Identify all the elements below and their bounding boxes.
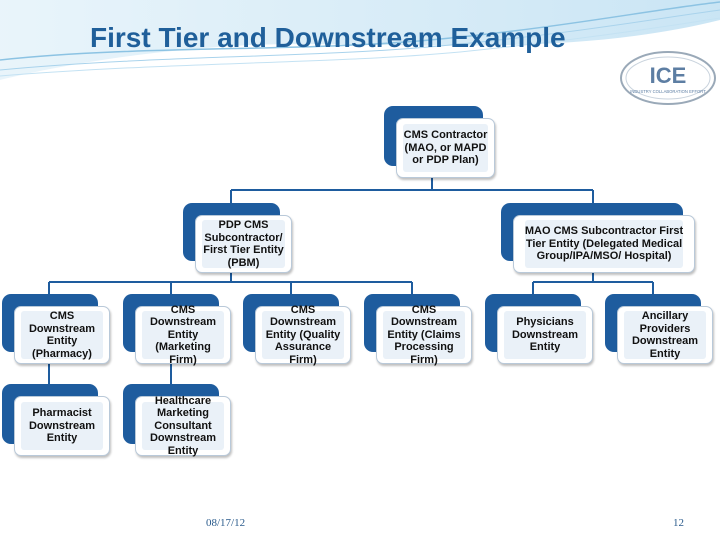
slide-title: First Tier and Downstream Example xyxy=(90,22,566,53)
footer-page-number: 12 xyxy=(673,517,684,529)
node-pharmacist-downstream: Pharmacist Downstream Entity xyxy=(2,384,110,456)
node-ancillary-downstream: Ancillary Providers Downstream Entity xyxy=(605,294,713,364)
ice-logo: ICE INDUSTRY COLLABORATION EFFORT xyxy=(620,51,716,105)
connector-mao-to-downstream xyxy=(532,272,654,294)
node-claims-downstream: CMS Downstream Entity (Claims Processing… xyxy=(364,294,472,366)
node-pharmacy-downstream: CMS Downstream Entity (Pharmacy) xyxy=(2,294,110,364)
node-label: Physicians Downstream Entity xyxy=(511,316,579,354)
node-label: CMS Downstream Entity (Quality Assurance… xyxy=(265,303,341,366)
node-label: CMS Downstream Entity (Pharmacy) xyxy=(28,310,96,360)
node-cms-contractor: CMS Contractor (MAO, or MAPD or PDP Plan… xyxy=(384,106,495,178)
node-label: PDP CMS Subcontractor/ First Tier Entity… xyxy=(203,219,284,269)
logo-tagline: INDUSTRY COLLABORATION EFFORT xyxy=(630,89,706,94)
node-label: CMS Downstream Entity (Claims Processing… xyxy=(387,303,461,366)
footer-date: 08/17/12 xyxy=(206,517,246,529)
node-label: Healthcare Marketing Consultant Downstre… xyxy=(149,394,217,457)
node-label: Ancillary Providers Downstream Entity xyxy=(631,310,699,360)
logo-text: ICE xyxy=(650,63,687,88)
node-label: Pharmacist Downstream Entity xyxy=(28,407,96,445)
header-wave-decoration xyxy=(0,0,720,80)
node-label: CMS Downstream Entity (Marketing Firm) xyxy=(149,303,217,366)
node-healthcare-consultant: Healthcare Marketing Consultant Downstre… xyxy=(123,384,231,457)
node-pdp-first-tier: PDP CMS Subcontractor/ First Tier Entity… xyxy=(183,203,292,273)
connector-root-to-tier1 xyxy=(230,177,594,203)
node-quality-downstream: CMS Downstream Entity (Quality Assurance… xyxy=(243,294,351,366)
node-mao-first-tier: MAO CMS Subcontractor First Tier Entity … xyxy=(501,203,695,273)
connector-pbm-to-downstream xyxy=(48,271,413,294)
node-label: CMS Contractor (MAO, or MAPD or PDP Plan… xyxy=(403,129,488,167)
node-label: MAO CMS Subcontractor First Tier Entity … xyxy=(524,225,684,263)
node-physicians-downstream: Physicians Downstream Entity xyxy=(485,294,593,364)
node-marketing-downstream: CMS Downstream Entity (Marketing Firm) xyxy=(123,294,231,366)
